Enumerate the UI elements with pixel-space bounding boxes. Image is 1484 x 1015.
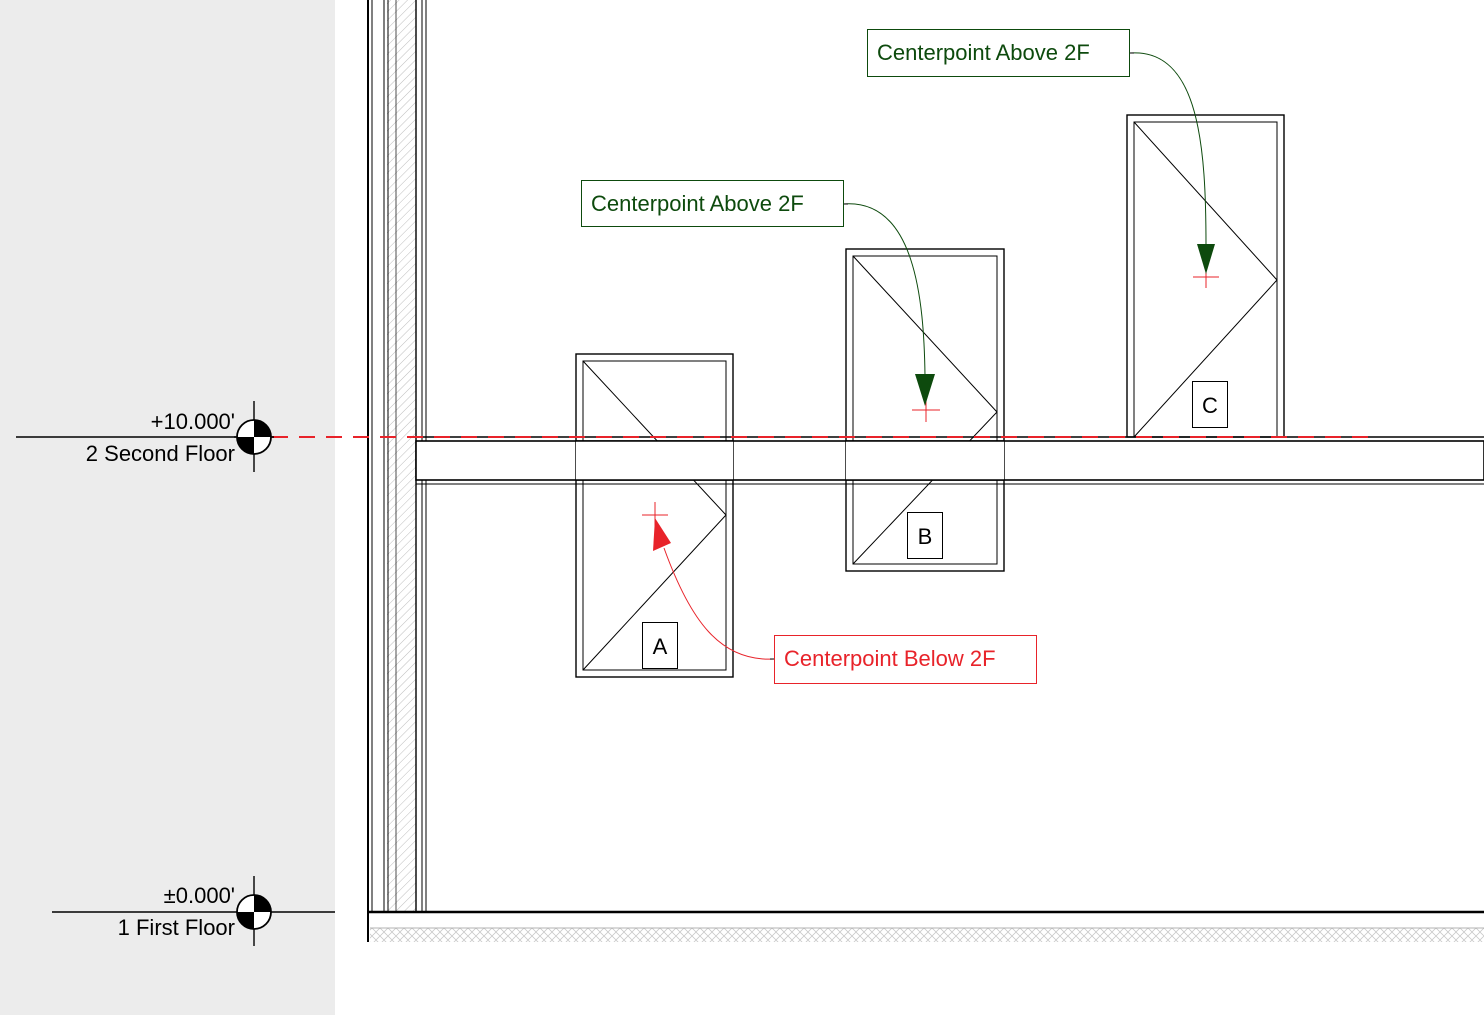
level-label-panel xyxy=(0,0,335,1015)
callout-centerpoint-above-b[interactable]: Centerpoint Above 2F xyxy=(581,180,844,227)
window-tag-c[interactable]: C xyxy=(1192,381,1228,428)
window-a[interactable] xyxy=(575,353,734,678)
arrowhead-icon xyxy=(915,374,935,406)
level-head-icon xyxy=(236,876,272,946)
callout-centerpoint-above-c[interactable]: Centerpoint Above 2F xyxy=(867,29,1130,77)
callout-centerpoint-below-a[interactable]: Centerpoint Below 2F xyxy=(774,635,1037,684)
window-tag-b[interactable]: B xyxy=(907,512,943,559)
window-tag-a[interactable]: A xyxy=(642,622,678,669)
level-elevation-2f: +10.000' xyxy=(150,409,235,434)
arrowhead-icon xyxy=(653,518,671,551)
window-b[interactable] xyxy=(845,248,1005,572)
leader-c xyxy=(1125,52,1215,274)
level-head-icon xyxy=(234,401,274,472)
level-name-2f: 2 Second Floor xyxy=(85,441,235,466)
level-name-1f: 1 First Floor xyxy=(117,915,235,940)
level-elevation-1f: ±0.000' xyxy=(163,883,235,908)
ground-slab[interactable] xyxy=(368,910,1484,942)
arrowhead-icon xyxy=(1197,244,1215,274)
